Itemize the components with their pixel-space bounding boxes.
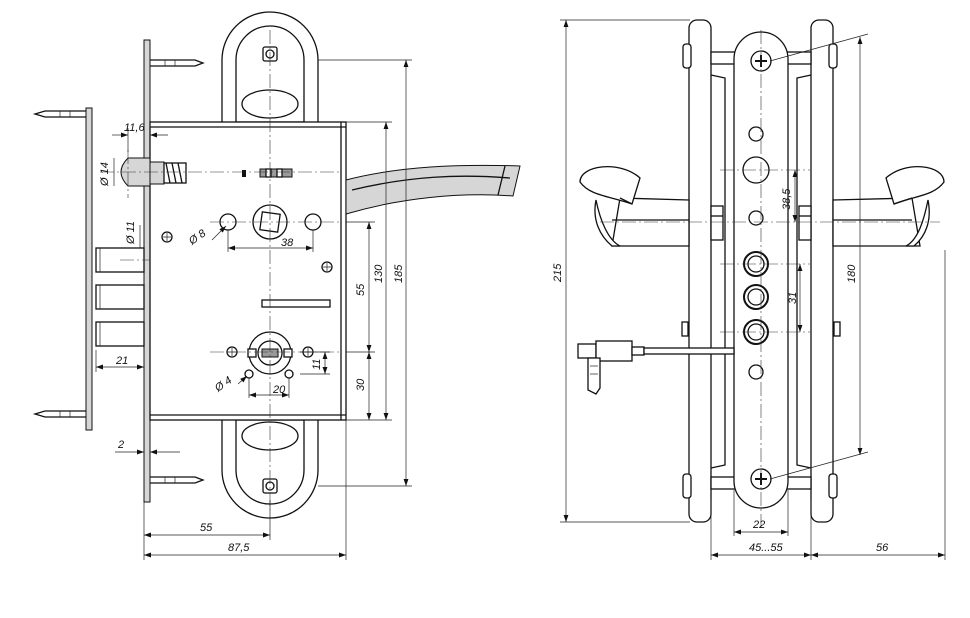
- dim-87-5: 87,5: [228, 542, 250, 554]
- dim-55-vertical: 55: [355, 283, 367, 296]
- dim-11-6: 11,6: [124, 122, 145, 134]
- mounting-nails: [32, 59, 205, 484]
- dim-180: 180: [846, 264, 858, 283]
- dim-21: 21: [115, 355, 128, 367]
- deadbolts: [95, 247, 145, 347]
- left-lever-handle: [579, 166, 690, 247]
- dim-38-5: 38,5: [781, 188, 793, 210]
- strike-plate: [85, 107, 93, 431]
- dim-56: 56: [876, 542, 889, 554]
- lever-handle: [345, 164, 521, 215]
- dim-20: 20: [272, 384, 286, 396]
- dim-215: 215: [552, 263, 564, 283]
- dim-185: 185: [393, 264, 405, 283]
- dim-2: 2: [117, 439, 124, 451]
- face-plate: [143, 39, 151, 503]
- case-slot: [261, 299, 331, 308]
- front-escutcheon: [733, 31, 789, 509]
- dim-55-horizontal: 55: [200, 522, 213, 534]
- dim-45-55: 45...55: [749, 542, 784, 554]
- dim-22: 22: [752, 519, 765, 531]
- right-lever-handle: [832, 166, 945, 247]
- dim-phi14: Ø 14: [99, 162, 111, 187]
- dim-11: 11: [311, 359, 323, 370]
- dimension-lines-right: [560, 19, 946, 560]
- dim-phi11: Ø 11: [125, 221, 137, 245]
- dim-30: 30: [355, 378, 367, 391]
- backing-plates: [681, 19, 841, 523]
- dimension-labels-right: 215 180 38,5 31 22 45...55 56: [552, 188, 889, 554]
- mortise-lock-side-view: 11,6 Ø 14 Ø 11 Ø 8 38 21 2 Ø 4 20 11 55 …: [32, 11, 521, 560]
- handle-follower: [161, 204, 333, 273]
- lock-front-view: 215 180 38,5 31 22 45...55 56: [552, 19, 946, 560]
- dimension-lines-left: [95, 59, 412, 560]
- spindle: [710, 205, 812, 241]
- dim-31: 31: [787, 292, 799, 304]
- key: [577, 340, 735, 395]
- dim-38: 38: [281, 237, 294, 249]
- center-lines-left: [100, 30, 340, 510]
- dim-130: 130: [373, 264, 385, 283]
